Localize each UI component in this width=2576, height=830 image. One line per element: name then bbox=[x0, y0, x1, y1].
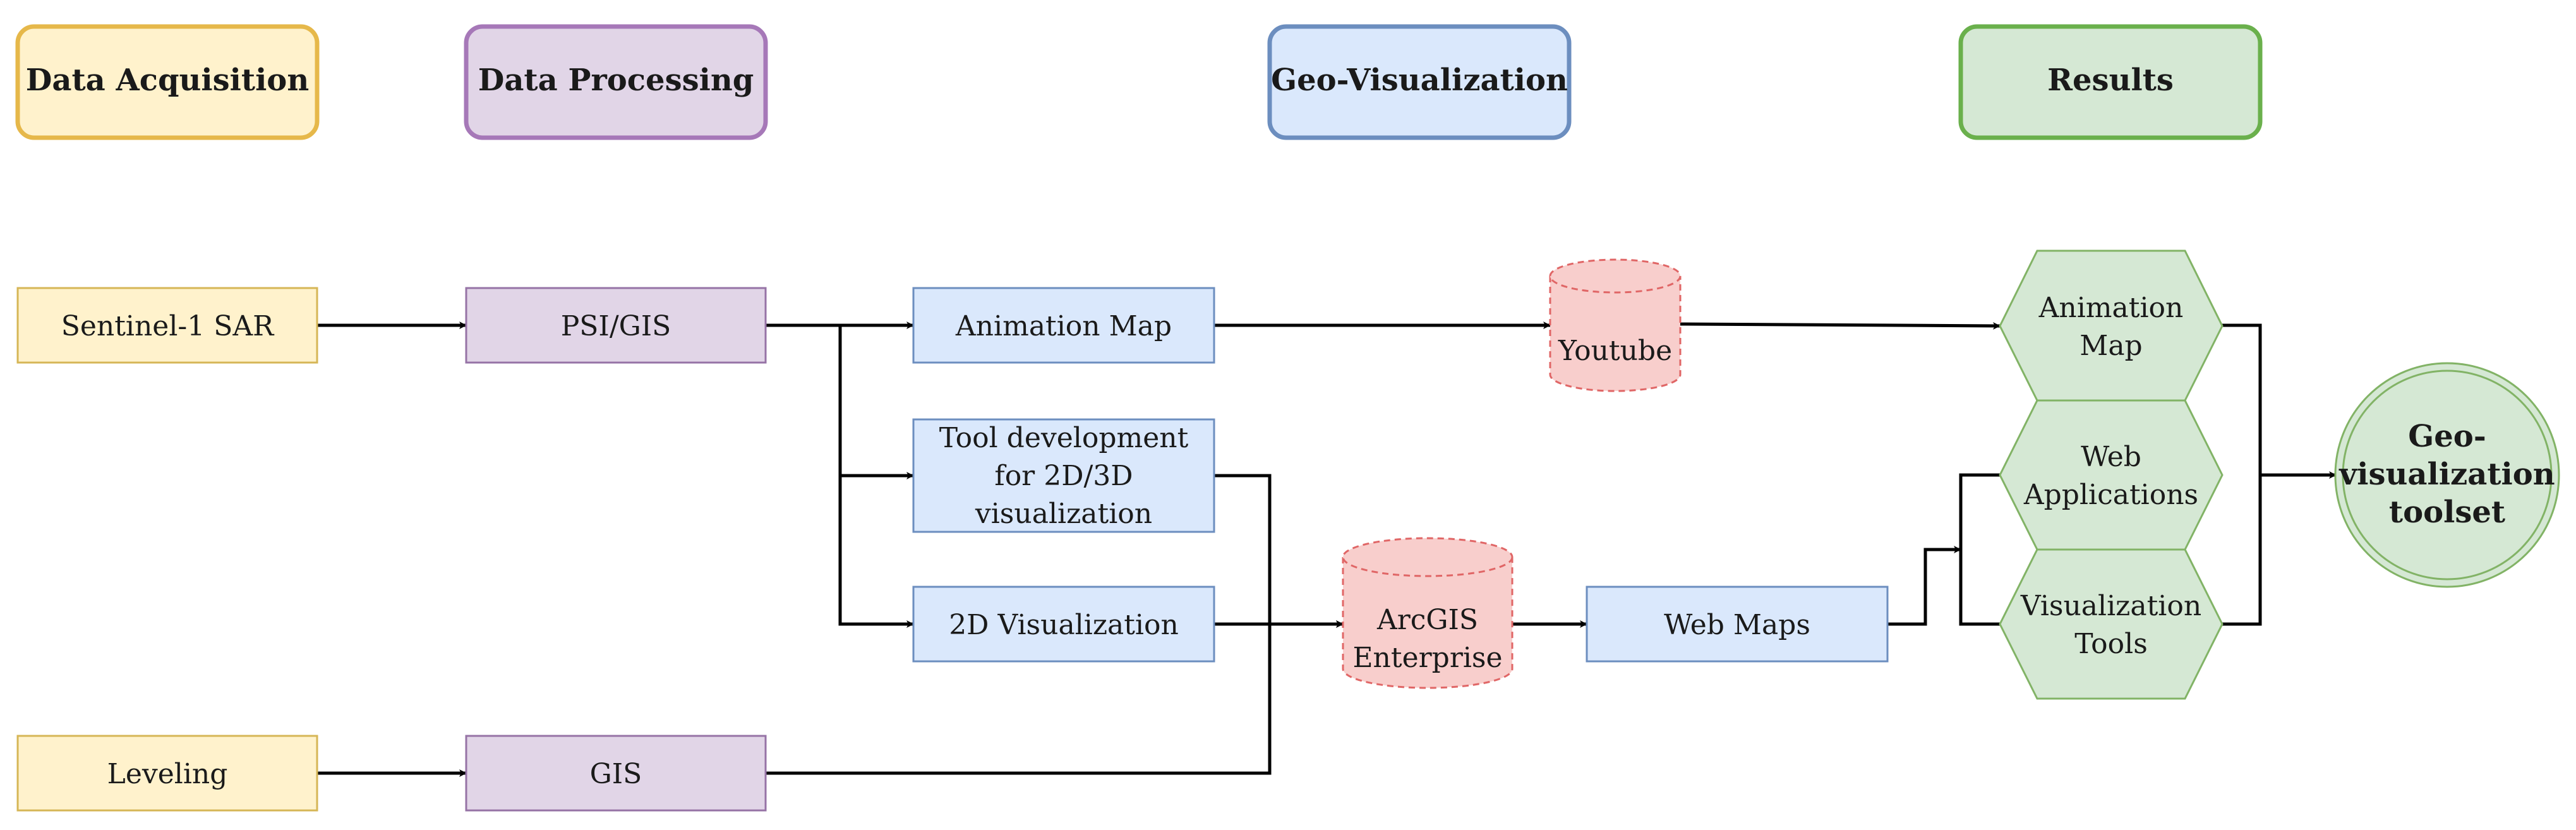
result-animation-map-line2: Map bbox=[2079, 330, 2142, 362]
header-results: Results bbox=[1958, 24, 2263, 140]
node-web-maps: Web Maps bbox=[1586, 586, 1889, 663]
result-animation-map: Animation Map bbox=[1999, 250, 2224, 402]
node-arcgis-database: ArcGIS Enterprise bbox=[1342, 537, 1514, 689]
node-leveling: Leveling bbox=[16, 735, 318, 812]
edge-youtube-result-animation bbox=[1680, 322, 2001, 330]
node-youtube-database: Youtube bbox=[1549, 258, 1682, 392]
header-results-label: Results bbox=[2047, 63, 2174, 98]
node-2d-visualization-label: 2D Visualization bbox=[949, 609, 1179, 641]
node-sentinel-label: Sentinel-1 SAR bbox=[61, 310, 275, 342]
result-visualization-tools-line1: Visualization bbox=[2020, 590, 2201, 622]
node-web-maps-label: Web Maps bbox=[1664, 609, 1810, 641]
node-gis: GIS bbox=[465, 735, 767, 812]
result-web-applications-line1: Web bbox=[2081, 441, 2141, 473]
header-data-acquisition: Data Acquisition bbox=[15, 24, 320, 140]
result-visualization-tools-line2: Tools bbox=[2074, 628, 2148, 660]
node-animation-map-label: Animation Map bbox=[955, 310, 1172, 342]
edge-webmaps-results bbox=[1887, 546, 1961, 626]
node-tool-development-line2: for 2D/3D bbox=[994, 460, 1133, 492]
connectors bbox=[317, 322, 2337, 777]
toolset-line2: visualization bbox=[2338, 457, 2555, 492]
node-psi-gis: PSI/GIS bbox=[465, 287, 767, 364]
header-geo-visualization-label: Geo-Visualization bbox=[1271, 63, 1568, 98]
node-tool-development: Tool development for 2D/3D visualization bbox=[912, 418, 1215, 533]
node-sentinel: Sentinel-1 SAR bbox=[16, 287, 318, 364]
edge-tooldev-arcgis bbox=[1214, 474, 1344, 628]
header-data-processing: Data Processing bbox=[464, 24, 768, 140]
result-animation-map-line1: Animation bbox=[2038, 292, 2184, 324]
node-animation-map: Animation Map bbox=[912, 287, 1215, 364]
node-geo-visualization-toolset: Geo- visualization toolset bbox=[2334, 362, 2560, 588]
toolset-line3: toolset bbox=[2389, 495, 2505, 530]
result-web-applications: Web Applications bbox=[1999, 399, 2224, 551]
node-leveling-label: Leveling bbox=[107, 758, 228, 790]
node-tool-development-line3: visualization bbox=[975, 498, 1152, 530]
node-gis-label: GIS bbox=[590, 758, 642, 790]
node-youtube-label: Youtube bbox=[1558, 335, 1672, 367]
header-data-acquisition-label: Data Acquisition bbox=[26, 63, 309, 98]
node-arcgis-line2: Enterprise bbox=[1352, 642, 1502, 674]
results-left-bracket bbox=[1959, 473, 2000, 626]
toolset-line1: Geo- bbox=[2408, 419, 2486, 454]
header-geo-visualization: Geo-Visualization bbox=[1267, 24, 1572, 140]
node-2d-visualization: 2D Visualization bbox=[912, 586, 1215, 663]
results-right-bracket bbox=[2222, 323, 2262, 626]
header-data-processing-label: Data Processing bbox=[478, 63, 754, 98]
node-tool-development-line1: Tool development bbox=[939, 422, 1189, 454]
edge-psigis-tooldev bbox=[838, 325, 914, 479]
edge-gis-arcgis bbox=[766, 624, 1272, 775]
node-arcgis-line1: ArcGIS bbox=[1376, 604, 1478, 636]
result-web-applications-line2: Applications bbox=[2023, 479, 2198, 511]
result-visualization-tools: Visualization Tools bbox=[1999, 548, 2224, 700]
edge-psigis-2dvis bbox=[838, 476, 914, 628]
node-psi-gis-label: PSI/GIS bbox=[561, 310, 671, 342]
